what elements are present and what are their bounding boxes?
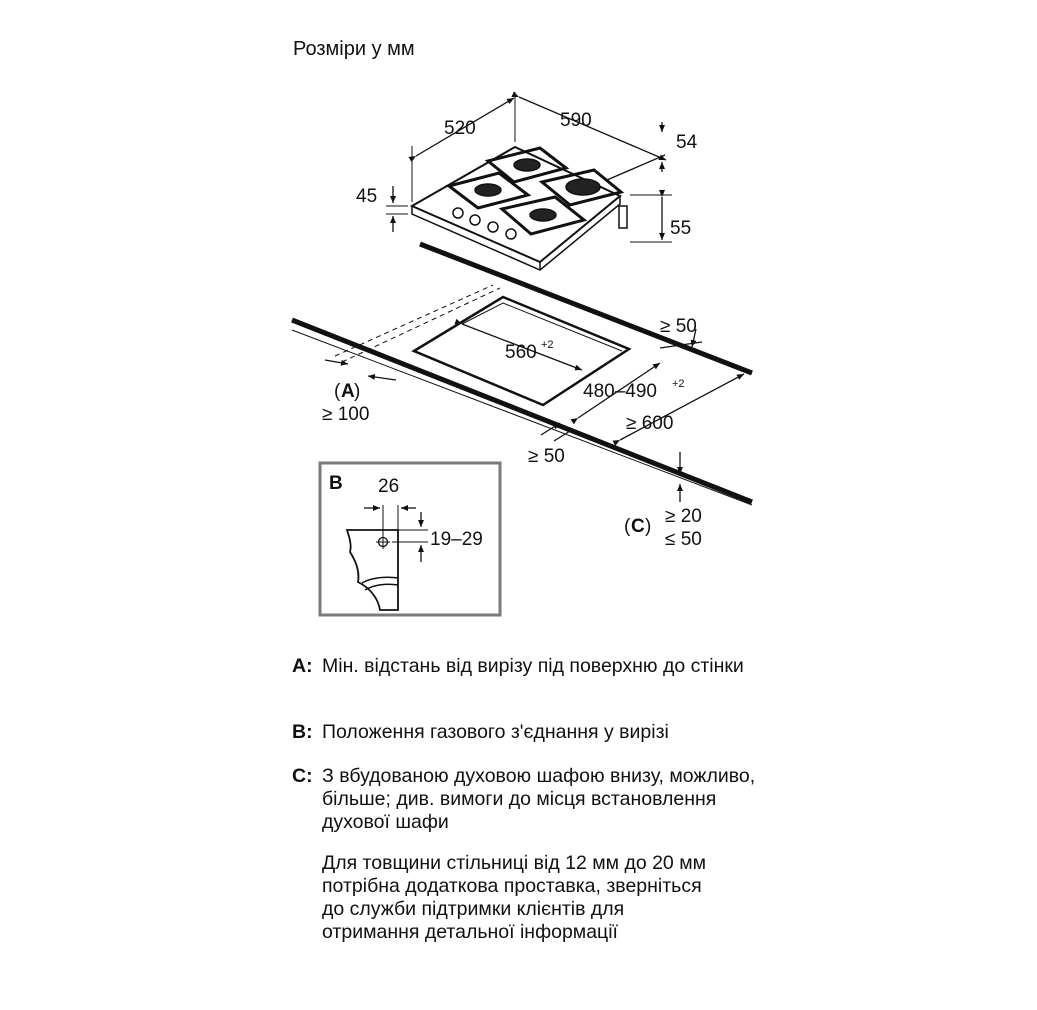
a-gap-label: ≥ 100 bbox=[322, 404, 369, 425]
legend-note: Для товщини стільниці від 12 мм до 20 мм… bbox=[292, 852, 722, 944]
detail-b-height-label: 19–29 bbox=[430, 529, 483, 550]
legend-b-text: Положення газового з'єднання у вирізі bbox=[322, 721, 669, 743]
marker-a-paren-close: ) bbox=[354, 381, 360, 402]
legend-c: C: З вбудованою духовою шафою внизу, мож… bbox=[292, 765, 762, 834]
countertop-illustration bbox=[291, 241, 753, 506]
page-title: Розміри у мм bbox=[293, 38, 415, 60]
marker-c-letter: C bbox=[631, 516, 645, 537]
control-knobs bbox=[452, 207, 517, 240]
back-gap-label: ≥ 50 bbox=[660, 316, 697, 337]
hob-side-height-label: 45 bbox=[356, 186, 377, 207]
cutout-depth-label: 480–490 bbox=[583, 381, 657, 402]
legend-b-key: B: bbox=[292, 721, 313, 743]
c-min-label: ≥ 20 bbox=[665, 506, 702, 527]
marker-c-paren-open: ( bbox=[624, 516, 631, 537]
legend-c-key: C: bbox=[292, 765, 313, 787]
front-gap-label: ≥ 50 bbox=[528, 446, 565, 467]
c-max-label: ≤ 50 bbox=[665, 529, 702, 550]
marker-a-paren-open: ( bbox=[334, 381, 341, 402]
cutout-depth-tolerance: +2 bbox=[672, 378, 685, 390]
hob-width-label: 590 bbox=[560, 110, 592, 131]
hob-illustration bbox=[386, 91, 672, 271]
legend-b: B: Положення газового з'єднання у вирізі bbox=[292, 721, 762, 744]
legend-c-text: З вбудованою духовою шафою внизу, можлив… bbox=[322, 765, 756, 833]
marker-a-letter: A bbox=[341, 381, 355, 402]
cutout-width-tolerance: +2 bbox=[541, 339, 554, 351]
hob-total-height-label: 55 bbox=[670, 218, 691, 239]
hob-top-height-label: 54 bbox=[676, 132, 698, 153]
hob-depth-label: 520 bbox=[444, 118, 476, 139]
gas-connector bbox=[618, 205, 628, 229]
detail-b-letter: B bbox=[329, 473, 343, 494]
marker-c-paren-close: ) bbox=[645, 516, 651, 537]
cutout-width-label: 560 bbox=[505, 342, 537, 363]
legend-a-text: Мін. відстань від вирізу під поверхню до… bbox=[322, 655, 744, 677]
installation-diagram: Розміри у мм bbox=[291, 38, 753, 617]
burners bbox=[474, 158, 601, 222]
detail-b-offset-label: 26 bbox=[378, 476, 399, 497]
legend-a: A: Мін. відстань від вирізу під поверхню… bbox=[292, 655, 762, 678]
detail-b-box bbox=[318, 461, 502, 617]
legend-a-key: A: bbox=[292, 655, 313, 677]
right-gap-label: ≥ 600 bbox=[626, 413, 673, 434]
legend-note-text: Для товщини стільниці від 12 мм до 20 мм… bbox=[322, 852, 707, 943]
